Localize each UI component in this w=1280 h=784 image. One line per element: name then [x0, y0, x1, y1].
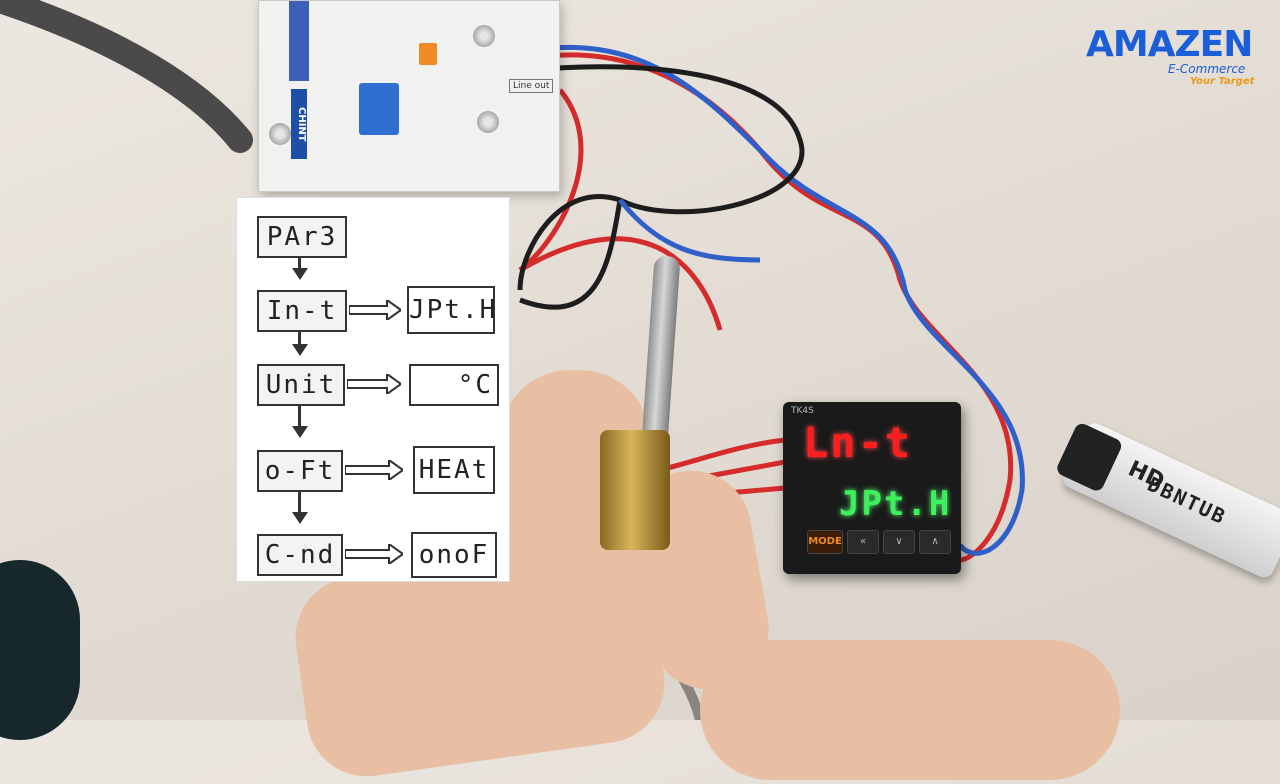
arrow-down-icon: [292, 344, 308, 356]
blue-wire-2: [618, 198, 761, 263]
mode-button[interactable]: MODE: [807, 530, 843, 554]
flow-step-par3: PAr3: [257, 216, 347, 258]
circuit-breaker: CHINT Line out: [258, 0, 560, 192]
shift-button[interactable]: «: [847, 530, 879, 554]
mouse-icon: [0, 560, 80, 740]
breaker-test-button[interactable]: [419, 43, 437, 65]
flow-step-unit: Unit: [257, 364, 345, 406]
flow-value-onof: onoF: [411, 532, 497, 578]
flow-connector: [298, 406, 301, 428]
flow-step-c-nd: C-nd: [257, 534, 343, 576]
flow-value-heat: HEAt: [413, 446, 495, 494]
display-bottom: JPt.H: [839, 484, 952, 524]
flow-connector: [298, 258, 301, 270]
arrow-down-icon: [292, 512, 308, 524]
lighter-text: DBNTUB: [1143, 471, 1231, 530]
controller-model: TK4S: [791, 406, 814, 416]
flow-value-celsius: °C: [409, 364, 499, 406]
logo-main-text: AMAZEN: [1086, 24, 1253, 65]
screw-icon: [473, 25, 495, 47]
display-top: Ln-t: [803, 418, 913, 467]
screw-icon: [477, 111, 499, 133]
arrow-down-icon: [292, 426, 308, 438]
breaker-blue-strip: [289, 1, 309, 81]
temperature-controller: TK4S Ln-t JPt.H MODE « ∨ ∧: [783, 402, 961, 574]
probe-wires-red: [659, 437, 786, 473]
brass-fitting: [600, 430, 670, 550]
arrow-right-icon: [349, 300, 401, 320]
flow-step-o-ft: o-Ft: [257, 450, 343, 492]
double-chevron-up-icon: ∧: [931, 536, 939, 547]
screw-icon: [269, 123, 291, 145]
arrow-right-icon: [345, 460, 403, 480]
flow-connector: [298, 332, 301, 346]
line-out-label: Line out: [509, 79, 554, 93]
gray-cable: [0, 0, 253, 153]
arrow-right-icon: [345, 544, 403, 564]
breaker-lever[interactable]: [359, 83, 399, 135]
breaker-brand: CHINT: [291, 89, 307, 159]
flow-value-jpt-h: JPt.H: [407, 286, 495, 334]
logo-tagline: Your Target: [1190, 76, 1255, 87]
parameter-flowchart: PAr3 In-t JPt.H Unit °C o-Ft HEAt C-nd o…: [236, 197, 510, 582]
flow-step-in-t: In-t: [257, 290, 347, 332]
down-button[interactable]: ∨: [883, 530, 915, 554]
hand-forearm: [700, 640, 1120, 780]
double-chevron-down-icon: ∨: [895, 536, 903, 547]
up-button[interactable]: ∧: [919, 530, 951, 554]
black-wire: [517, 64, 805, 291]
blue-wire: [519, 45, 1025, 556]
black-wire-2: [519, 199, 623, 310]
arrow-right-icon: [347, 374, 401, 394]
flow-connector: [298, 492, 301, 514]
amazen-logo: AMAZEN E-Commerce Your Target: [1086, 20, 1276, 90]
arrow-down-icon: [292, 268, 308, 280]
double-chevron-left-icon: «: [859, 536, 867, 547]
logo-sub-text: E-Commerce: [1168, 62, 1246, 76]
